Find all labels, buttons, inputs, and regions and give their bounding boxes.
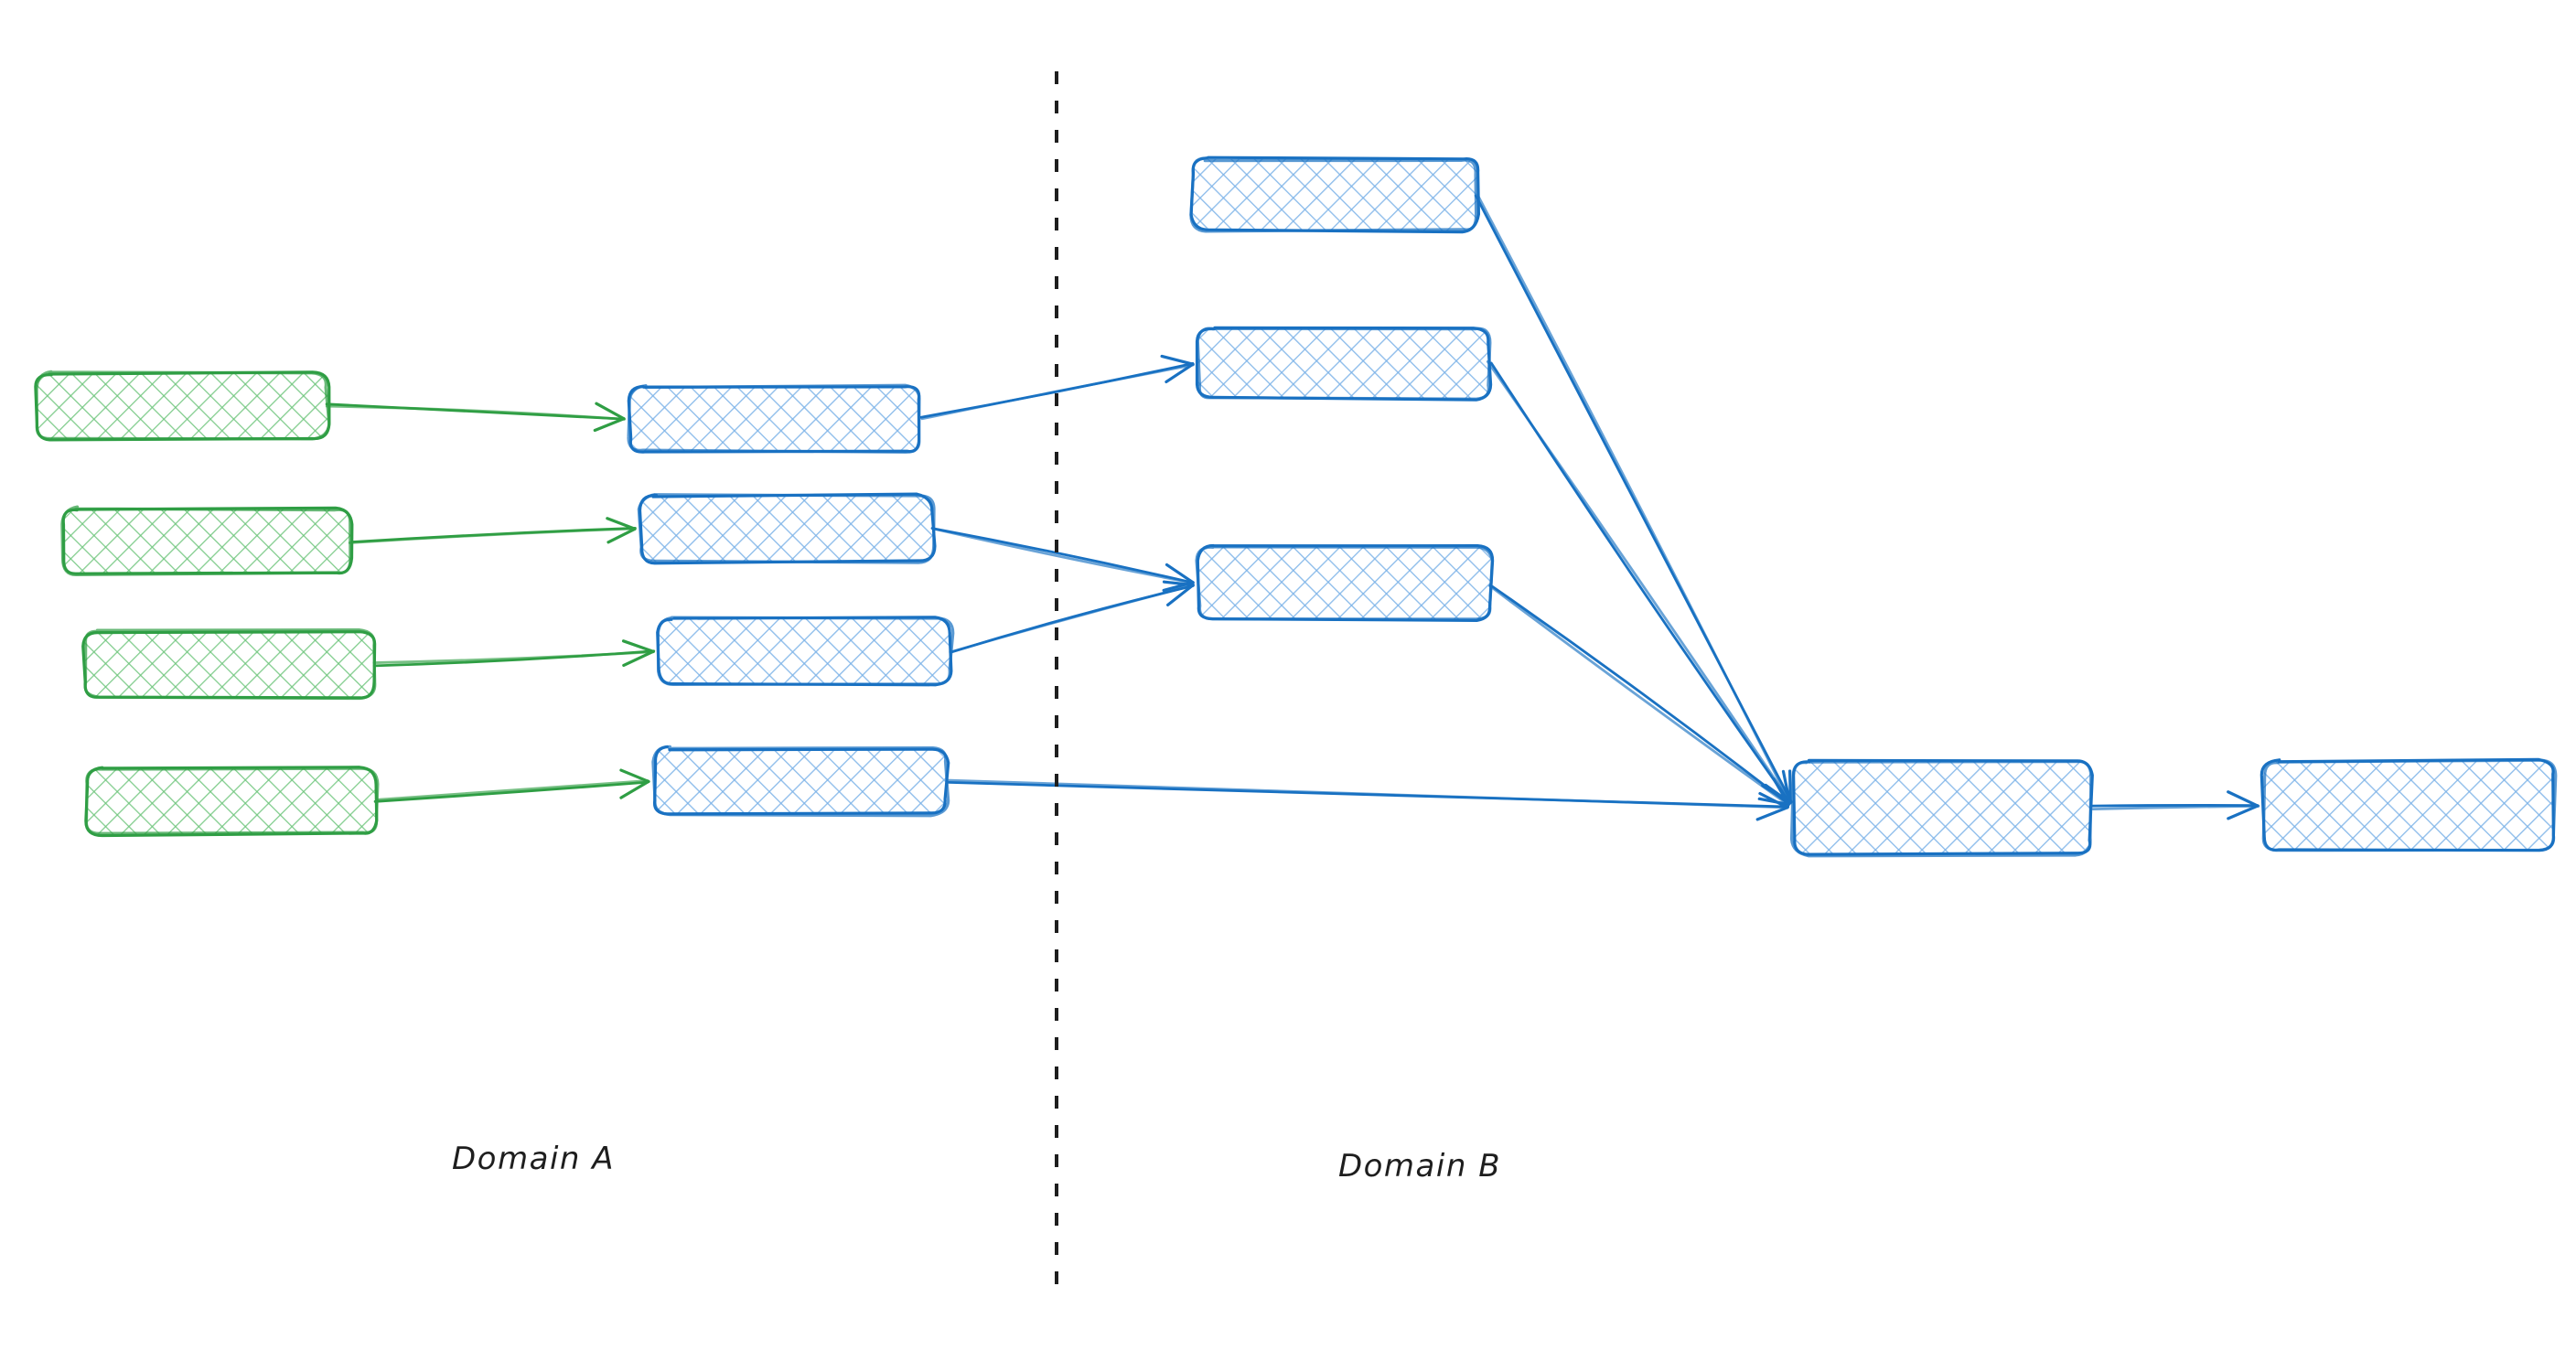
- arrowhead-icon: [1162, 580, 1195, 607]
- node-g3[interactable]: [81, 627, 377, 701]
- edges-layer: [325, 193, 2260, 821]
- edge-e1[interactable]: [325, 402, 626, 433]
- arrowhead-icon: [619, 768, 650, 799]
- edge-e6[interactable]: [930, 527, 1195, 593]
- edge-e3[interactable]: [372, 639, 656, 668]
- arrowhead-icon: [621, 639, 655, 668]
- edge-e11[interactable]: [945, 778, 1790, 821]
- node-hub[interactable]: [1789, 758, 2094, 858]
- edge-e7[interactable]: [949, 580, 1196, 654]
- edge-e2[interactable]: [348, 517, 637, 544]
- node-c1[interactable]: [1189, 155, 1481, 234]
- arrowhead-icon: [2227, 790, 2259, 820]
- edge-e5[interactable]: [919, 354, 1195, 421]
- node-c2[interactable]: [1195, 326, 1493, 402]
- arrowhead-icon: [593, 402, 626, 433]
- node-b4[interactable]: [651, 745, 950, 818]
- edge-e10[interactable]: [1487, 584, 1790, 807]
- node-g1[interactable]: [34, 370, 331, 442]
- node-b2[interactable]: [637, 492, 937, 565]
- node-c3[interactable]: [1195, 543, 1495, 622]
- edge-e9[interactable]: [1486, 359, 1792, 805]
- arrowhead-icon: [1755, 791, 1789, 821]
- node-g4[interactable]: [84, 766, 380, 838]
- nodes-layer: [34, 155, 2558, 858]
- edge-e8[interactable]: [1474, 193, 1793, 805]
- label-domain-b: Domain B: [1338, 1148, 1501, 1184]
- node-b1[interactable]: [627, 383, 921, 454]
- node-g2[interactable]: [60, 505, 354, 576]
- labels-layer: Domain A Domain B: [452, 1141, 1501, 1184]
- edge-e12[interactable]: [2091, 790, 2260, 820]
- edge-e4[interactable]: [373, 768, 650, 803]
- arrowhead-icon: [606, 517, 637, 544]
- label-domain-a: Domain A: [452, 1141, 615, 1177]
- arrowhead-icon: [1160, 354, 1195, 384]
- node-out[interactable]: [2259, 757, 2558, 852]
- node-b3[interactable]: [656, 616, 955, 687]
